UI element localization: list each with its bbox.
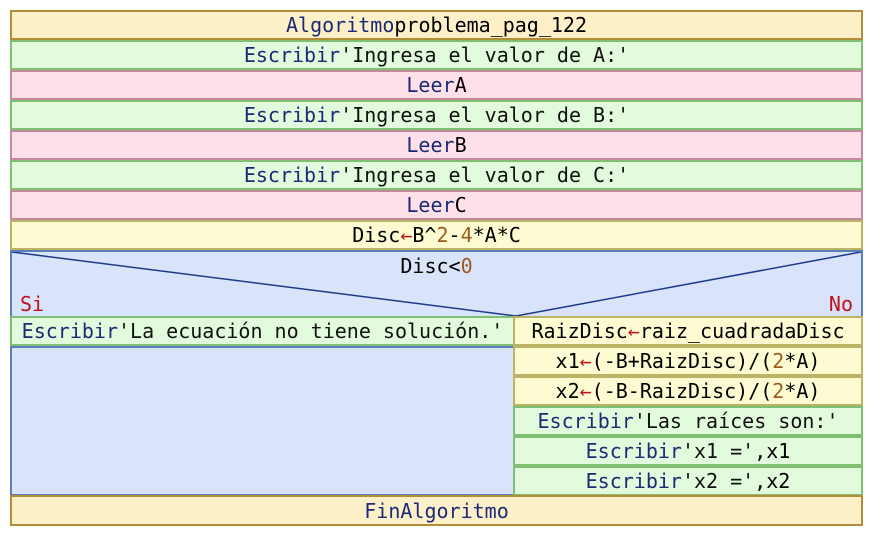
- condition-block: Disc<0 Si No: [10, 250, 863, 318]
- write-keyword: Escribir: [585, 439, 682, 463]
- assign-lhs: Disc: [352, 223, 401, 247]
- read-keyword: Leer: [406, 133, 455, 157]
- expr-number: 2: [772, 349, 785, 373]
- assign-x2: x2 ← (-B-RaizDisc)/(2*A): [513, 376, 863, 406]
- write-keyword: Escribir: [243, 103, 341, 127]
- write-x1: Escribir 'x1 =',x1: [513, 436, 863, 466]
- assign-raizdisc: RaizDisc ← raiz_cuadradaDisc: [513, 316, 863, 346]
- write-keyword: Escribir: [585, 469, 682, 493]
- expr-part: (-B+RaizDisc)/(: [591, 349, 773, 373]
- write-prompt-b: Escribir 'Ingresa el valor de B:': [10, 100, 863, 130]
- condition-triangle-lines: [12, 252, 861, 316]
- no-label: No: [828, 292, 853, 316]
- assign-disc: Disc ← B^2-4*A*C: [10, 220, 863, 250]
- assign-x1: x1 ← (-B+RaizDisc)/(2*A): [513, 346, 863, 376]
- expr-number: 2: [772, 379, 785, 403]
- yes-label: Si: [20, 292, 45, 316]
- write-rest: ,x2: [754, 469, 791, 493]
- read-keyword: Leer: [406, 73, 455, 97]
- algorithm-footer: FinAlgoritmo: [10, 495, 863, 526]
- write-prompt-c: Escribir 'Ingresa el valor de C:': [10, 160, 863, 190]
- yes-write: Escribir 'La ecuación no tiene solución.…: [10, 316, 515, 346]
- assign-arrow: ←: [627, 319, 640, 343]
- write-keyword: Escribir: [243, 163, 341, 187]
- algorithm-name: problema_pag_122: [394, 13, 588, 37]
- footer-keyword: FinAlgoritmo: [364, 498, 509, 523]
- write-string: 'Ingresa el valor de B:': [340, 103, 630, 127]
- assign-lhs: x2: [555, 379, 580, 403]
- yes-empty-area: [10, 346, 515, 496]
- expr-part: B^: [412, 223, 437, 247]
- assign-arrow: ←: [400, 223, 413, 247]
- expr-part: *A): [784, 349, 821, 373]
- write-string: 'x2 =': [681, 469, 755, 493]
- read-a: Leer A: [10, 70, 863, 100]
- algorithm-header: Algoritmo problema_pag_122: [10, 10, 863, 40]
- expr-part: *A*C: [472, 223, 521, 247]
- write-string: 'Ingresa el valor de C:': [340, 163, 630, 187]
- condition-expression: Disc<0: [12, 252, 861, 280]
- write-keyword: Escribir: [243, 43, 341, 67]
- write-rest: ,x1: [754, 439, 791, 463]
- condition-var: Disc<: [400, 254, 461, 278]
- expr-number: 2: [436, 223, 449, 247]
- assign-rhs: raiz_cuadradaDisc: [639, 319, 845, 343]
- read-b: Leer B: [10, 130, 863, 160]
- write-roots-heading: Escribir 'Las raíces son:': [513, 406, 863, 436]
- assign-arrow: ←: [579, 379, 592, 403]
- expr-part: *A): [784, 379, 821, 403]
- read-variable: B: [454, 133, 467, 157]
- read-variable: A: [454, 73, 467, 97]
- write-keyword: Escribir: [21, 319, 118, 343]
- write-string: 'Ingresa el valor de A:': [340, 43, 630, 67]
- expr-part: -: [448, 223, 461, 247]
- read-keyword: Leer: [406, 193, 455, 217]
- write-x2: Escribir 'x2 =',x2: [513, 466, 863, 496]
- write-string: 'x1 =': [681, 439, 755, 463]
- write-string: 'Las raíces son:': [633, 409, 839, 433]
- assign-arrow: ←: [579, 349, 592, 373]
- read-variable: C: [454, 193, 467, 217]
- expr-number: 4: [460, 223, 473, 247]
- write-string: 'La ecuación no tiene solución.': [118, 319, 504, 343]
- condition-number: 0: [460, 254, 473, 278]
- write-prompt-a: Escribir 'Ingresa el valor de A:': [10, 40, 863, 70]
- expr-part: (-B-RaizDisc)/(: [591, 379, 773, 403]
- read-c: Leer C: [10, 190, 863, 220]
- write-keyword: Escribir: [537, 409, 634, 433]
- assign-lhs: x1: [555, 349, 580, 373]
- algorithm-keyword: Algoritmo: [285, 13, 395, 37]
- assign-lhs: RaizDisc: [531, 319, 628, 343]
